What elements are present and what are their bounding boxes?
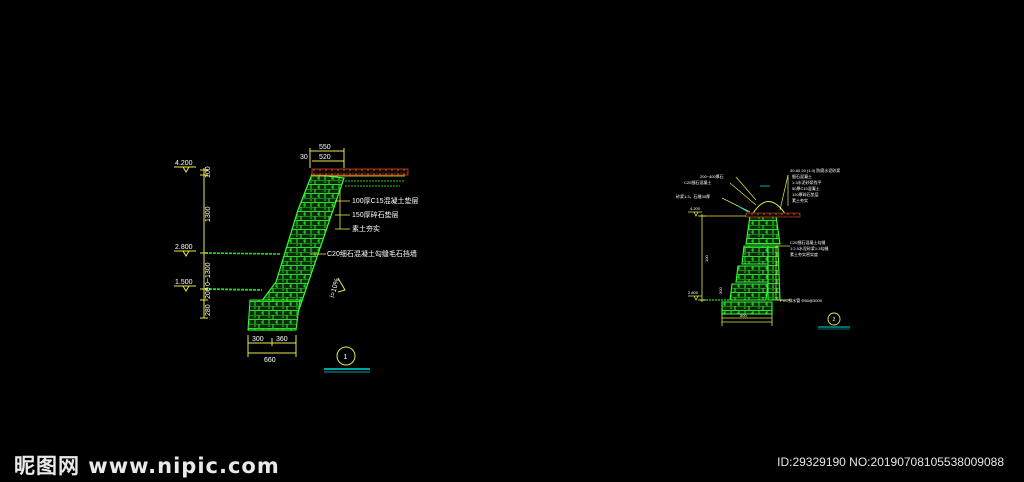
section-1: [174, 148, 409, 373]
dim-bottom-360: 360: [276, 336, 288, 343]
callout2-top-3: 30-60 20 (1:3) 防腐水泥砂浆: [790, 167, 840, 173]
callout2-top-5: 1:3水泥砂浆找平: [792, 179, 822, 185]
callout-gravel: 150厚碎石垫层: [352, 210, 399, 219]
callout2-bottom-0: C20细石混凝土勾缝: [790, 239, 825, 245]
top-pavement-1: [311, 168, 409, 176]
elev-1500-1: 1.500: [175, 279, 193, 286]
stone-stack-2: [721, 215, 781, 315]
vdim-100: 100: [205, 166, 212, 178]
section-number-1: 1: [344, 354, 348, 361]
vdim-0-1300: 0~1300: [205, 262, 212, 286]
callout2-top-2: 砂浆1:3，石缝30厚: [676, 193, 710, 199]
callout2-top-7: 120厚碎石垫层: [792, 191, 819, 197]
elev-4200-1: 4.200: [175, 160, 193, 167]
elev-2800-2: 2.800: [688, 290, 699, 295]
callout2-bottom-1: 1:2.5水泥砂浆1:3勾缝: [790, 245, 828, 251]
elev-4200-2: 4.200: [690, 206, 701, 211]
section-2: [688, 174, 850, 330]
pipe-label-2: PVC排水管 Φ50@3000: [780, 297, 823, 303]
dim-top-30: 30: [300, 154, 308, 161]
callout2-top-6: 50厚C15混凝土: [792, 185, 820, 191]
vdim-280: 280: [205, 304, 212, 316]
section-label-circle-1: [336, 346, 356, 366]
callout-concrete-base: 100厚C15混凝土垫层: [352, 196, 419, 205]
ground-line-1500: [204, 288, 263, 291]
callout-soil: 素土夯实: [352, 224, 380, 233]
dim-bottom-660: 660: [264, 357, 276, 364]
section-label-circle-2: [827, 312, 841, 326]
dim-top-520: 520: [319, 154, 331, 161]
elev-2800-1: 2.800: [175, 244, 193, 251]
watermark-id: ID:29329190 NO:20190708105538009088: [777, 455, 1004, 469]
dim2-300: 300: [718, 287, 723, 294]
wall-footing-1: [247, 299, 301, 331]
dim-bottom-300: 300: [252, 336, 264, 343]
slope-label-1: i=10%: [329, 278, 341, 299]
watermark-logo: 昵图网 www.nipic.com: [14, 454, 280, 478]
callout2-top-1: C20细石混凝土: [684, 179, 711, 185]
callout2-top-8: 素土夯实: [792, 197, 808, 203]
ground-line-2800: [204, 252, 281, 255]
vdim-200: 200: [205, 287, 212, 299]
vdim-1300: 1300: [205, 206, 212, 222]
dim-top-550: 550: [319, 144, 331, 151]
callout-stone-wall: C20细石混凝土勾缝毛石挡墙: [327, 249, 417, 258]
callout2-bottom-2: 素土夯实密实度: [790, 251, 818, 257]
section-number-2: 2: [833, 317, 836, 323]
callout2-top-4: 细石混凝土: [792, 173, 812, 179]
dim2-500: 500: [740, 313, 747, 318]
callout2-top-0: 200~400厚石: [700, 174, 724, 179]
dim2-100: 100: [704, 255, 709, 262]
top-pavement-2: [745, 212, 801, 218]
